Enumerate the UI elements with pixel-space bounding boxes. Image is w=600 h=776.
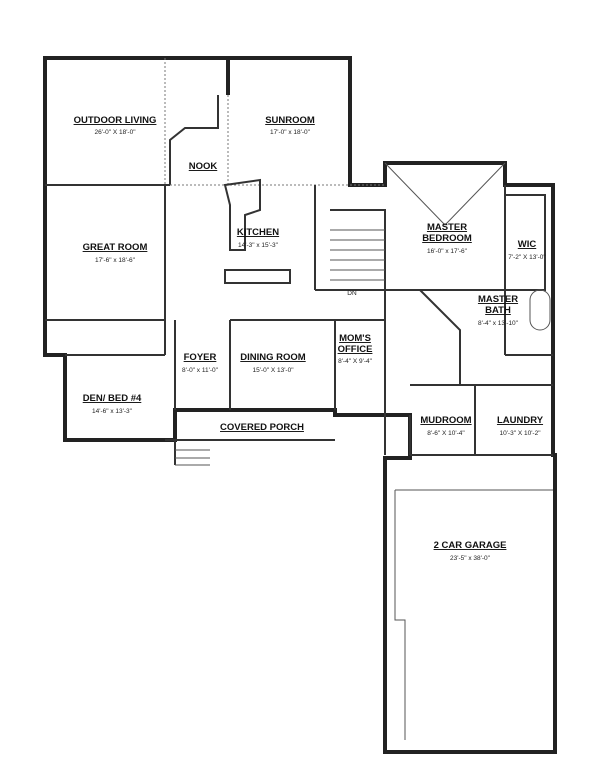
room-garage: 2 CAR GARAGE 23'-5" x 38'-0" bbox=[434, 540, 507, 562]
room-wic: WIC 7'-2" X 13'-0" bbox=[508, 239, 546, 261]
room-dims: 23'-5" x 38'-0" bbox=[450, 555, 491, 562]
room-dims: 15'-0" X 13'-0" bbox=[252, 367, 294, 374]
room-name: BATH bbox=[485, 305, 511, 316]
room-dims: 8'-6" X 10'-4" bbox=[427, 430, 465, 437]
room-covered-porch: COVERED PORCH bbox=[220, 422, 304, 433]
room-name: OUTDOOR LIVING bbox=[74, 115, 157, 126]
room-dining-room: DINING ROOM 15'-0" X 13'-0" bbox=[240, 352, 306, 374]
room-mudroom: MUDROOM 8'-6" X 10'-4" bbox=[420, 415, 471, 437]
room-great-room: GREAT ROOM 17'-6" x 18'-6" bbox=[83, 242, 148, 264]
room-laundry: LAUNDRY 10'-3" X 10'-2" bbox=[497, 415, 544, 437]
room-name: LAUNDRY bbox=[497, 415, 544, 426]
room-dims: 17'-6" x 18'-6" bbox=[95, 257, 136, 264]
room-name: MOM'S bbox=[339, 333, 371, 344]
room-dims: 8'-4" x 13'-10" bbox=[478, 320, 519, 327]
room-name: MASTER bbox=[427, 222, 467, 233]
room-dims: 14'-6" x 13'-3" bbox=[92, 408, 133, 415]
room-master-bath: MASTER BATH 8'-4" x 13'-10" bbox=[478, 294, 519, 327]
room-den: DEN/ BED #4 14'-6" x 13'-3" bbox=[83, 393, 142, 415]
room-moms-office: MOM'S OFFICE 8'-4" X 9'-4" bbox=[338, 333, 373, 365]
room-name: MUDROOM bbox=[420, 415, 471, 426]
room-outdoor-living: OUTDOOR LIVING 26'-0" X 18'-0" bbox=[74, 115, 157, 136]
room-name: NOOK bbox=[189, 161, 218, 172]
room-dims: 17'-0" x 18'-0" bbox=[270, 129, 311, 136]
exterior-walls bbox=[43, 56, 557, 754]
room-kitchen: KITCHEN 14'-3" x 15'-3" bbox=[237, 227, 279, 249]
room-dims: 26'-0" X 18'-0" bbox=[94, 129, 136, 136]
room-sunroom: SUNROOM 17'-0" x 18'-0" bbox=[265, 115, 315, 136]
room-master-bedroom: MASTER BEDROOM 16'-0" x 17'-6" bbox=[422, 222, 472, 255]
stair-label: DN bbox=[347, 290, 357, 297]
room-name: OFFICE bbox=[338, 344, 373, 355]
room-dims: 7'-2" X 13'-0" bbox=[508, 254, 546, 261]
room-name: GREAT ROOM bbox=[83, 242, 148, 253]
room-dims: 10'-3" X 10'-2" bbox=[499, 430, 541, 437]
room-name: COVERED PORCH bbox=[220, 422, 304, 433]
room-name: DINING ROOM bbox=[240, 352, 306, 363]
room-nook: NOOK bbox=[189, 161, 218, 172]
room-dims: 8'-0" x 11'-0" bbox=[182, 367, 219, 374]
room-name: MASTER bbox=[478, 294, 518, 305]
room-name: FOYER bbox=[184, 352, 217, 363]
room-name: DEN/ BED #4 bbox=[83, 393, 142, 404]
room-name: 2 CAR GARAGE bbox=[434, 540, 507, 551]
interior-walls bbox=[45, 58, 553, 740]
room-foyer: FOYER 8'-0" x 11'-0" bbox=[182, 352, 219, 374]
room-dims: 14'-3" x 15'-3" bbox=[238, 242, 279, 249]
room-name: BEDROOM bbox=[422, 233, 472, 244]
room-dims: 16'-0" x 17'-6" bbox=[427, 248, 468, 255]
room-dims: 8'-4" X 9'-4" bbox=[338, 358, 373, 365]
room-name: WIC bbox=[518, 239, 537, 250]
room-name: KITCHEN bbox=[237, 227, 279, 238]
room-name: SUNROOM bbox=[265, 115, 315, 126]
